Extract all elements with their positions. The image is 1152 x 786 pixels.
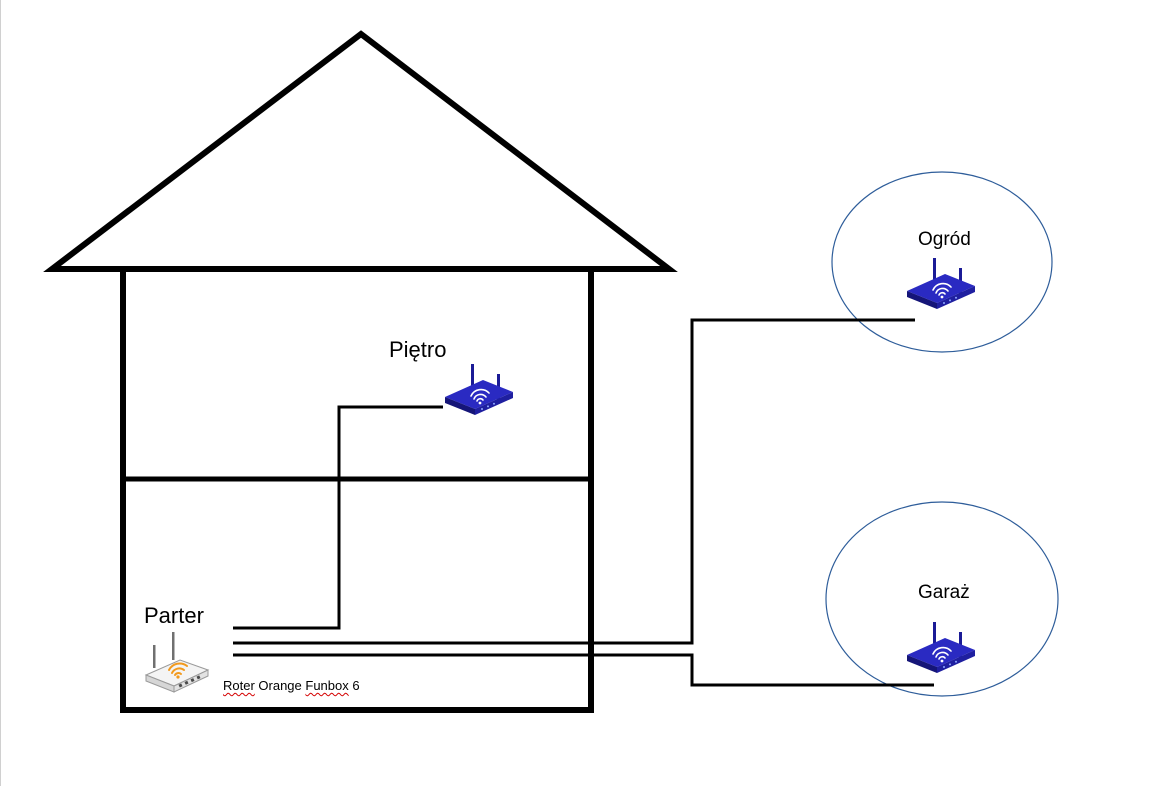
upper-floor-label: Piętro — [389, 337, 447, 362]
garden-zone-circle — [831, 171, 1053, 353]
garden-label: Ogród — [918, 229, 971, 250]
main-router-caption-word1: Roter — [223, 678, 255, 693]
ground-floor-label: Parter — [144, 603, 204, 628]
garage-label: Garaż — [918, 582, 970, 603]
cable-to-upper-floor — [233, 405, 443, 630]
access-point-garden-icon — [906, 257, 976, 310]
cable-to-garden — [233, 318, 915, 645]
main-router-caption-middle: Orange — [254, 678, 306, 693]
access-point-upper-floor-icon — [444, 363, 514, 416]
house-walls — [120, 266, 594, 713]
main-router-icon — [144, 632, 210, 693]
main-router-caption-word2: Funbox — [305, 678, 349, 693]
main-router-caption: Roter Orange Funbox 6 — [223, 679, 360, 692]
main-router-caption-suffix: 6 — [348, 678, 360, 693]
garage-zone-circle — [825, 501, 1059, 697]
house-roof — [43, 30, 678, 272]
cable-to-garage — [233, 653, 934, 687]
access-point-garage-icon — [906, 621, 976, 674]
